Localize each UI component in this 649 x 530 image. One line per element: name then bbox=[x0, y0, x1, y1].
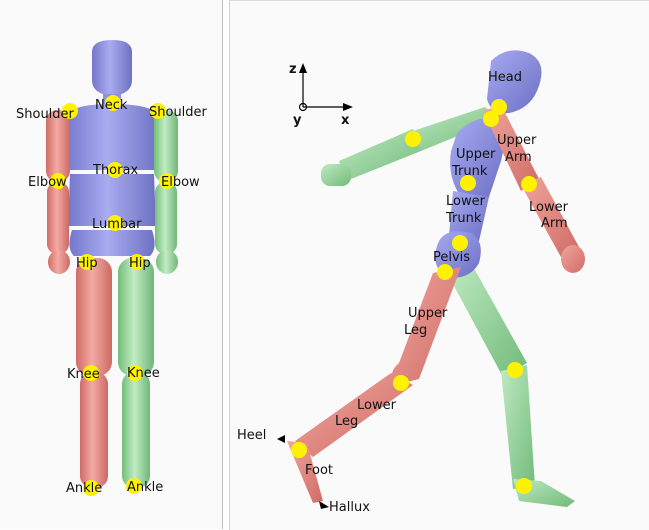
side-view-figure: z y x bbox=[230, 1, 649, 530]
label-elbow-right: Elbow bbox=[161, 175, 200, 190]
label-lumbar: Lumbar bbox=[92, 217, 142, 232]
green-ankle-joint bbox=[516, 478, 532, 494]
left-lower-arm-shape bbox=[47, 182, 69, 254]
right-thigh-shape bbox=[118, 258, 154, 376]
label-knee-left: Knee bbox=[67, 367, 100, 382]
left-hand-shape bbox=[48, 250, 70, 274]
label-elbow-left: Elbow bbox=[28, 175, 67, 190]
green-knee-joint bbox=[507, 362, 523, 378]
lumbar-joint bbox=[452, 235, 468, 251]
label-upper-arm-line1: Upper bbox=[497, 133, 537, 148]
neck-joint bbox=[483, 111, 499, 127]
label-upper-leg-line1: Upper bbox=[408, 306, 448, 321]
right-upper-arm-shape bbox=[154, 110, 178, 182]
label-pelvis: Pelvis bbox=[433, 250, 470, 265]
red-ankle-joint bbox=[291, 442, 307, 458]
label-ankle-right: Ankle bbox=[127, 480, 163, 495]
label-head: Head bbox=[488, 70, 522, 85]
axis-label-x: x bbox=[341, 113, 350, 128]
label-hip-left: Hip bbox=[76, 256, 98, 271]
label-hip-right: Hip bbox=[129, 256, 151, 271]
label-shoulder-right: Shoulder bbox=[149, 105, 208, 120]
label-upper-leg-line2: Leg bbox=[404, 323, 427, 338]
axis-label-y: y bbox=[293, 113, 302, 128]
label-lower-leg-line1: Lower bbox=[357, 398, 397, 413]
label-heel: Heel bbox=[237, 428, 266, 443]
label-lower-arm-line2: Arm bbox=[541, 216, 568, 231]
thorax-shape bbox=[64, 104, 160, 170]
label-neck: Neck bbox=[95, 98, 128, 113]
red-knee-joint bbox=[393, 375, 409, 391]
right-shin-shape bbox=[122, 372, 150, 488]
label-thorax: Thorax bbox=[92, 163, 138, 178]
label-upper-trunk-line1: Upper bbox=[456, 147, 496, 162]
pelvis-shape bbox=[69, 230, 154, 256]
hallux-marker bbox=[319, 501, 329, 509]
label-lower-leg-line2: Leg bbox=[335, 414, 358, 429]
green-shoulder-joint bbox=[405, 131, 421, 147]
hip-joint bbox=[437, 264, 453, 280]
front-view-figure: Neck Shoulder Shoulder Thorax Elbow Elbo… bbox=[0, 0, 222, 529]
z-axis-arrow bbox=[299, 63, 307, 73]
green-leg-shape bbox=[447, 263, 575, 507]
right-hand-shape bbox=[156, 250, 178, 274]
label-hallux: Hallux bbox=[329, 500, 370, 515]
heel-marker bbox=[277, 435, 285, 443]
left-shin-shape bbox=[80, 372, 108, 488]
label-knee-right: Knee bbox=[127, 366, 160, 381]
head-shape bbox=[92, 40, 132, 96]
label-foot: Foot bbox=[305, 463, 333, 478]
front-view-panel: Neck Shoulder Shoulder Thorax Elbow Elbo… bbox=[0, 0, 223, 529]
label-upper-trunk-line2: Trunk bbox=[451, 164, 488, 179]
side-view-panel: z y x bbox=[229, 0, 649, 530]
label-ankle-left: Ankle bbox=[66, 481, 102, 496]
label-upper-arm-line2: Arm bbox=[505, 150, 532, 165]
label-lower-arm-line1: Lower bbox=[529, 200, 569, 215]
right-lower-arm-shape bbox=[155, 182, 177, 254]
axis-triad bbox=[300, 71, 346, 111]
label-shoulder-left: Shoulder bbox=[16, 107, 75, 122]
x-axis-arrow bbox=[343, 103, 353, 111]
red-elbow-joint bbox=[521, 176, 537, 192]
label-lower-trunk-line2: Trunk bbox=[445, 211, 482, 226]
label-lower-trunk-line1: Lower bbox=[446, 194, 486, 209]
axis-label-z: z bbox=[289, 62, 297, 77]
left-thigh-shape bbox=[76, 258, 112, 376]
